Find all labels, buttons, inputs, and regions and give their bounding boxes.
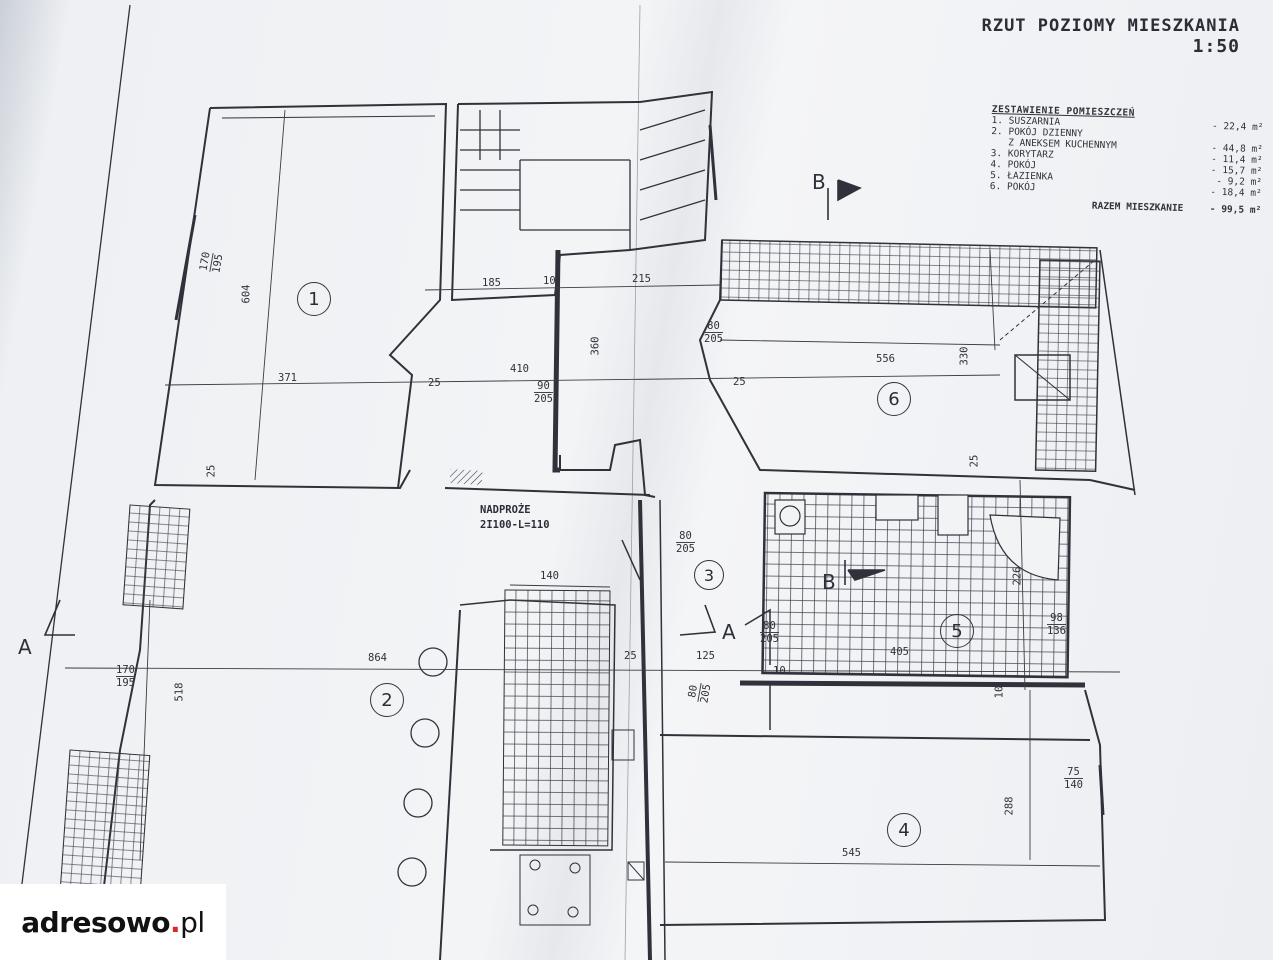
dim-25-d: 25: [968, 454, 981, 468]
dim-556: 556: [876, 353, 895, 365]
section-label-a-right: A: [722, 620, 736, 644]
outline-paper-sheet: [19, 4, 641, 960]
dim-226: 226: [1011, 566, 1024, 586]
logo-dot: .: [170, 905, 181, 939]
section-label-b-bottom: B: [822, 570, 836, 594]
dim-25-c: 25: [205, 464, 218, 478]
dim-10: 10: [543, 275, 556, 287]
dim-604: 604: [240, 284, 253, 304]
dim-215: 215: [632, 273, 651, 285]
dim-410: 410: [510, 363, 529, 375]
dim-545: 545: [842, 847, 861, 859]
staircase: [450, 90, 718, 302]
dimension-lines: [64, 109, 1121, 867]
room-number-1: 1: [297, 282, 331, 316]
dim-125: 125: [696, 650, 715, 662]
adresowo-logo: adresowo.pl: [0, 884, 226, 960]
room-2-walls: [59, 499, 635, 960]
dim-25-e: 25: [624, 650, 637, 662]
drawing-title: RZUT POZIOMY MIESZKANIA 1:50: [880, 16, 1240, 57]
dim-10-b: 10: [773, 665, 786, 677]
room-3-4-walls: [621, 499, 1107, 960]
dim-288: 288: [1003, 796, 1016, 816]
dim-864: 864: [368, 652, 387, 664]
section-markers: [43, 179, 886, 636]
room-legend: ZESTAWIENIE POMIESZCZEŃ 1. SUSZARNIA- 22…: [989, 104, 1264, 216]
room-number-5: 5: [940, 614, 974, 648]
scale-text: 1:50: [1192, 36, 1240, 57]
dim-518: 518: [173, 682, 186, 702]
dim-25-b: 25: [733, 376, 746, 388]
logo-brand: adresowo: [21, 905, 171, 939]
dim-25-a: 25: [428, 377, 441, 389]
dim-330: 330: [958, 346, 971, 366]
room-number-6: 6: [877, 382, 911, 416]
dim-405: 405: [890, 646, 909, 658]
room-6: [719, 239, 1136, 496]
room-number-2: 2: [370, 683, 404, 717]
logo-tld: pl: [180, 905, 205, 939]
lintel-note: NADPROŻE 2I100-L=110: [480, 503, 550, 533]
dim-371: 371: [278, 372, 297, 384]
dim-10-c: 10: [993, 685, 1006, 699]
section-label-a-left: A: [18, 635, 32, 659]
room-1-walls: [153, 102, 448, 490]
lintel-spec: 2I100-L=110: [480, 519, 550, 531]
room-5-bathroom: [761, 491, 1072, 679]
room-number-4: 4: [887, 813, 921, 847]
dim-140: 140: [540, 570, 559, 582]
dim-360: 360: [589, 336, 602, 356]
title-text: RZUT POZIOMY MIESZKANIA: [981, 16, 1240, 36]
lintel-label: NADPROŻE: [480, 504, 531, 516]
section-label-b-top: B: [812, 170, 826, 194]
room-number-3: 3: [694, 560, 724, 590]
dim-185: 185: [482, 277, 501, 289]
